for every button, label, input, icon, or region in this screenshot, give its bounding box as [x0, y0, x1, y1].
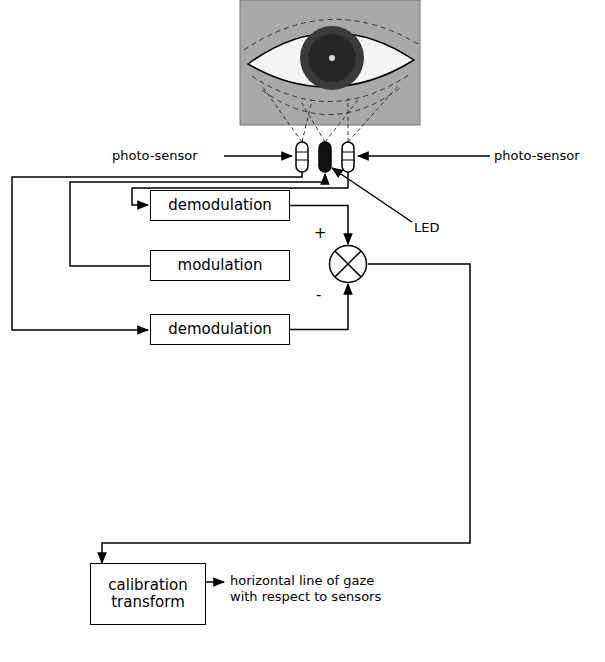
box-text: demodulation: [168, 197, 272, 214]
sign-label: +: [314, 226, 327, 241]
eye-illustration: [240, 0, 420, 125]
signal-connector: [102, 264, 470, 563]
signal-connector: [290, 284, 348, 330]
part-label: LED: [414, 220, 439, 236]
signal-connector: [290, 206, 348, 245]
box-text: calibration transform: [99, 577, 197, 612]
box-text: demodulation: [168, 321, 272, 338]
process-box: demodulation: [150, 314, 290, 345]
summing-symbol: [328, 244, 368, 284]
process-box: modulation: [150, 250, 290, 281]
part-label: photo-sensor: [112, 148, 198, 164]
box-text: modulation: [178, 257, 263, 274]
light-rays: [262, 86, 398, 142]
sign-label: -: [316, 288, 321, 303]
process-box: demodulation: [150, 190, 290, 221]
output-label: horizontal line of gaze with respect to …: [230, 573, 395, 604]
part-label: photo-sensor: [494, 148, 580, 164]
sensor-symbols: [296, 142, 354, 172]
summing-junction: +-: [328, 244, 368, 284]
process-box: calibration transform: [90, 563, 206, 625]
wires: [12, 156, 490, 582]
